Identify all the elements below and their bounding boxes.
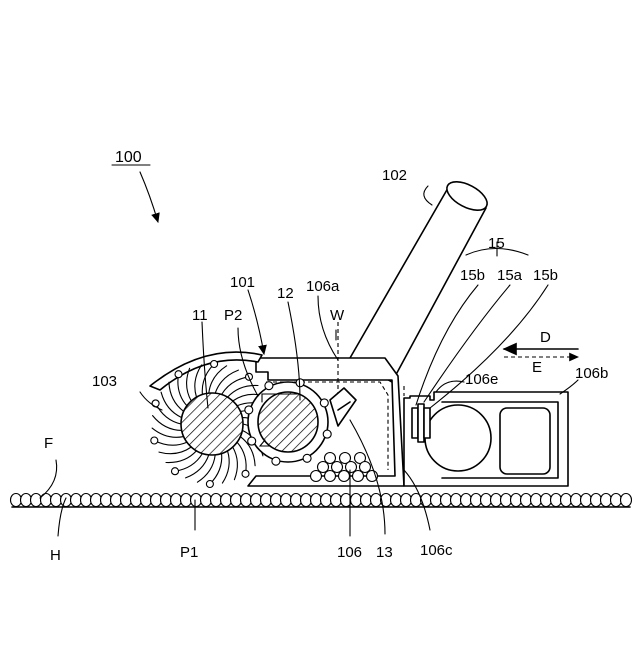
label-15b-right: 15b bbox=[533, 267, 558, 284]
label-102: 102 bbox=[382, 167, 407, 184]
label-11: 11 bbox=[192, 307, 208, 324]
label-12: 12 bbox=[277, 285, 294, 302]
dust-pile bbox=[311, 453, 378, 482]
label-15a: 15a bbox=[497, 267, 523, 284]
label-h: H bbox=[50, 547, 61, 564]
label-106: 106 bbox=[337, 544, 362, 561]
label-f: F bbox=[44, 435, 53, 452]
label-p2: P2 bbox=[224, 307, 242, 324]
label-w: W bbox=[330, 307, 345, 324]
label-e: E bbox=[532, 359, 542, 376]
label-103: 103 bbox=[92, 373, 117, 390]
label-d: D bbox=[540, 329, 551, 346]
label-100: 100 bbox=[115, 149, 142, 166]
label-15b-left: 15b bbox=[460, 267, 485, 284]
label-13: 13 bbox=[376, 544, 393, 561]
blade bbox=[330, 388, 356, 426]
label-106e: 106e bbox=[465, 371, 498, 388]
rear-box bbox=[404, 386, 568, 486]
label-106c: 106c bbox=[420, 542, 453, 559]
label-106a: 106a bbox=[306, 278, 340, 295]
label-101: 101 bbox=[230, 274, 255, 291]
label-106b: 106b bbox=[575, 365, 608, 382]
roller bbox=[245, 379, 331, 465]
label-15: 15 bbox=[488, 235, 505, 252]
carpet-floor bbox=[11, 494, 632, 508]
label-p1: P1 bbox=[180, 544, 198, 561]
